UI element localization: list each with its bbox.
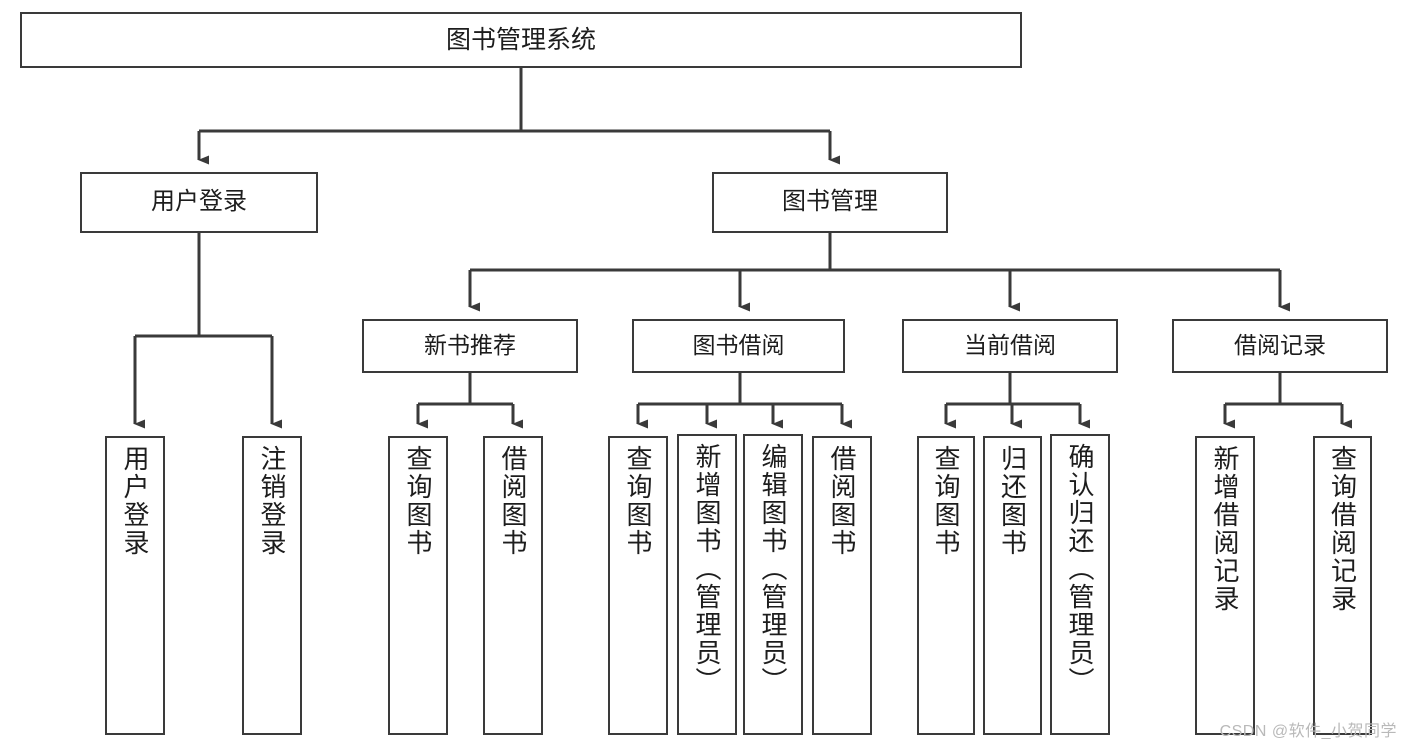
node-leaf-query-record-label: 查询借阅记录 [1327,445,1358,613]
node-leaf-borrow-book-1-label: 借阅图书 [498,445,528,557]
node-user-login-label: 用户登录 [151,188,247,216]
node-leaf-query-book-3[interactable]: 查询图书 [917,436,975,735]
node-leaf-confirm-return-label: 确认归还（管理员） [1065,443,1095,695]
node-book-borrow-label: 图书借阅 [692,332,785,359]
edges-root-to-level1 [197,68,840,165]
node-leaf-add-record-label: 新增借阅记录 [1210,445,1240,613]
node-leaf-return-book-label: 归还图书 [997,445,1028,557]
node-leaf-edit-book[interactable]: 编辑图书（管理员） [743,434,803,735]
node-leaf-query-record[interactable]: 查询借阅记录 [1313,436,1372,735]
node-leaf-confirm-return[interactable]: 确认归还（管理员） [1050,434,1110,735]
node-leaf-query-book-1[interactable]: 查询图书 [388,436,448,735]
node-leaf-user-logout-label: 注销登录 [257,445,287,557]
edges-bookmanage-to-level2 [468,233,1290,312]
node-current-borrow[interactable]: 当前借阅 [902,319,1118,373]
node-leaf-query-book-3-label: 查询图书 [931,445,961,557]
node-book-manage-label: 图书管理 [782,188,878,216]
node-book-manage[interactable]: 图书管理 [712,172,948,233]
node-current-borrow-label: 当前借阅 [964,332,1056,359]
node-new-book-recommend-label: 新书推荐 [424,332,516,359]
node-new-book-recommend[interactable]: 新书推荐 [362,319,578,373]
edges-newbook-to-leaves [416,373,523,429]
node-root-label: 图书管理系统 [445,26,596,54]
node-user-login[interactable]: 用户登录 [80,172,318,233]
node-leaf-add-book-label: 新增图书（管理员） [692,443,722,695]
node-root[interactable]: 图书管理系统 [20,12,1022,68]
node-leaf-borrow-book-2-label: 借阅图书 [827,445,857,557]
node-leaf-user-login-label: 用户登录 [120,445,150,557]
node-leaf-user-logout[interactable]: 注销登录 [242,436,302,735]
node-book-borrow[interactable]: 图书借阅 [632,319,845,373]
node-leaf-query-book-2-label: 查询图书 [623,445,653,557]
node-leaf-borrow-book-2[interactable]: 借阅图书 [812,436,872,735]
node-leaf-return-book[interactable]: 归还图书 [983,436,1042,735]
edges-borrowrecord-to-leaves [1223,373,1352,429]
edges-bookborrow-to-leaves [636,373,852,429]
edges-userlogin-to-leaves [133,233,282,429]
node-leaf-edit-book-label: 编辑图书（管理员） [758,443,788,695]
node-leaf-add-book[interactable]: 新增图书（管理员） [677,434,737,735]
node-leaf-add-record[interactable]: 新增借阅记录 [1195,436,1255,735]
node-leaf-borrow-book-1[interactable]: 借阅图书 [483,436,543,735]
edges-currentborrow-to-leaves [944,373,1090,429]
node-borrow-record[interactable]: 借阅记录 [1172,319,1388,373]
node-leaf-query-book-1-label: 查询图书 [403,445,433,557]
node-leaf-user-login[interactable]: 用户登录 [105,436,165,735]
node-borrow-record-label: 借阅记录 [1234,332,1326,359]
node-leaf-query-book-2[interactable]: 查询图书 [608,436,668,735]
